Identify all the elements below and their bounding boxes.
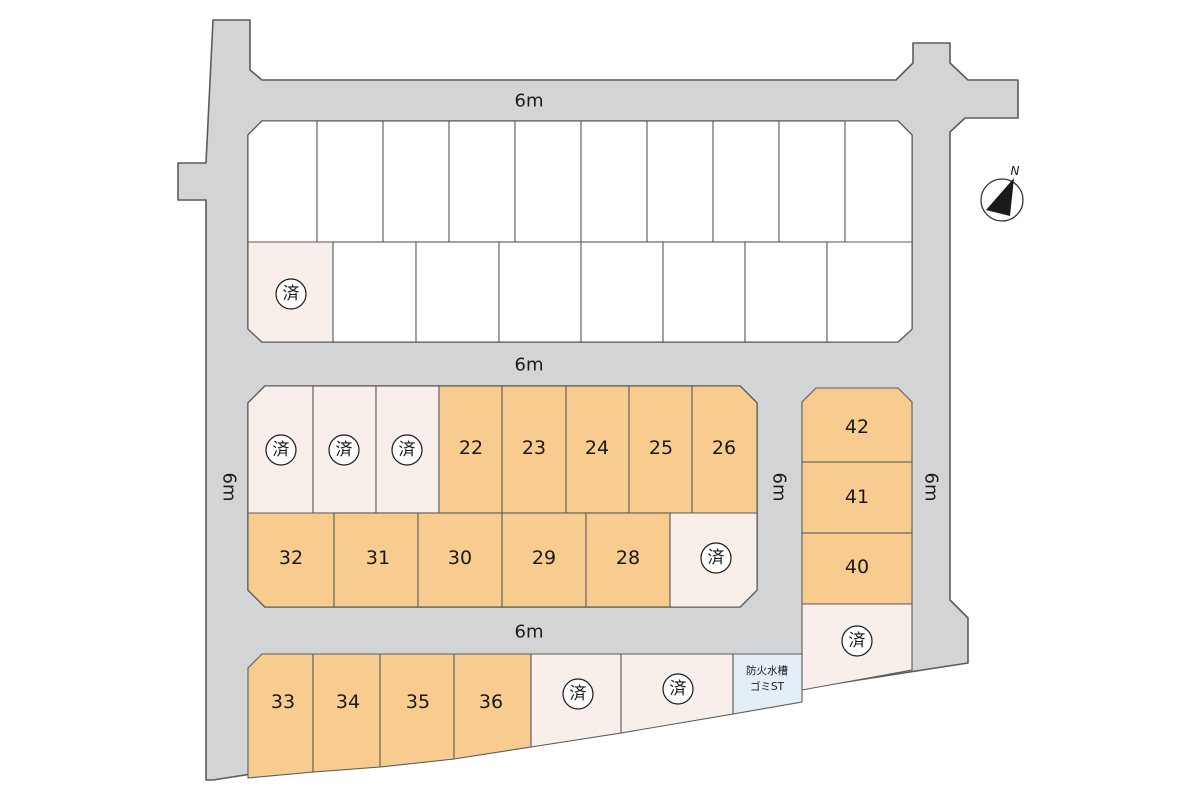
road-labels: 6m 6m 6m 6m 6m 6m xyxy=(219,91,942,643)
sold-marker: 済 xyxy=(328,434,360,466)
lot-28-label: 28 xyxy=(616,547,640,569)
lot-34[interactable] xyxy=(312,653,381,773)
svg-text:済: 済 xyxy=(670,679,687,699)
facility-line1: 防火水槽 xyxy=(746,664,788,677)
lot-23-label: 23 xyxy=(522,437,546,459)
lot-40-label: 40 xyxy=(845,556,869,578)
road-label-middle: 6m xyxy=(515,355,544,376)
facility-line2: ゴミST xyxy=(750,680,785,693)
fire-cistern-garbage-station xyxy=(732,653,803,715)
lot-28[interactable] xyxy=(585,512,671,608)
svg-text:済: 済 xyxy=(283,284,300,304)
facility-label: 防火水槽 ゴミST xyxy=(746,664,788,693)
lot-32[interactable] xyxy=(247,512,335,608)
lot-empty xyxy=(498,241,582,343)
sold-marker: 済 xyxy=(275,278,307,310)
compass-label: N xyxy=(1011,164,1020,178)
lot-empty xyxy=(382,120,450,243)
lot-26-label: 26 xyxy=(712,437,736,459)
lot-empty xyxy=(415,241,500,343)
lot-25[interactable] xyxy=(628,385,693,514)
lot-35-label: 35 xyxy=(406,691,430,713)
svg-text:済: 済 xyxy=(708,548,725,568)
road-label-lower: 6m xyxy=(515,622,544,643)
road-label-center: 6m xyxy=(769,473,790,502)
lot-31-label: 31 xyxy=(366,547,390,569)
lot-empty xyxy=(844,120,913,243)
sold-marker: 済 xyxy=(662,673,694,705)
road-label-top: 6m xyxy=(515,91,544,112)
lot-22-label: 22 xyxy=(459,437,483,459)
lot-empty xyxy=(744,241,828,343)
svg-text:済: 済 xyxy=(336,440,353,460)
lot-33-label: 33 xyxy=(271,691,295,713)
sold-marker: 済 xyxy=(841,625,873,657)
lot-labels: 22 23 24 25 26 32 31 30 29 28 42 41 40 3… xyxy=(271,416,869,713)
road-label-left: 6m xyxy=(219,473,240,502)
svg-text:済: 済 xyxy=(399,440,416,460)
lot-empty xyxy=(826,241,913,343)
sold-marker: 済 xyxy=(391,434,423,466)
lot-23[interactable] xyxy=(501,385,567,514)
bottom-block xyxy=(247,653,803,779)
lot-empty xyxy=(580,120,648,243)
lot-29-label: 29 xyxy=(532,547,556,569)
svg-text:済: 済 xyxy=(570,684,587,704)
sold-markers: 済 済 済 済 済 済 済 済 xyxy=(265,278,873,710)
lot-empty xyxy=(662,241,746,343)
lot-29[interactable] xyxy=(501,512,587,608)
north-block-bottom-row xyxy=(247,241,913,343)
lot-42-label: 42 xyxy=(845,416,869,438)
lot-41-label: 41 xyxy=(845,486,869,508)
lot-empty xyxy=(448,120,516,243)
lot-30[interactable] xyxy=(417,512,503,608)
middle-block-bottom-row xyxy=(247,512,758,608)
lot-34-label: 34 xyxy=(336,691,360,713)
lot-empty xyxy=(580,241,664,343)
lot-empty xyxy=(712,120,780,243)
lot-33[interactable] xyxy=(247,653,314,779)
lot-empty xyxy=(514,120,582,243)
road-label-right: 6m xyxy=(921,473,942,502)
lot-26[interactable] xyxy=(691,385,758,514)
sold-marker: 済 xyxy=(700,542,732,574)
lot-25-label: 25 xyxy=(649,437,673,459)
north-compass-icon: N xyxy=(980,164,1024,222)
north-block-top-row xyxy=(247,120,913,243)
lot-24-label: 24 xyxy=(585,437,609,459)
svg-text:済: 済 xyxy=(273,440,290,460)
lot-empty xyxy=(247,120,318,243)
sold-marker: 済 xyxy=(265,434,297,466)
lot-24[interactable] xyxy=(565,385,630,514)
lot-empty xyxy=(778,120,846,243)
sold-marker: 済 xyxy=(562,678,594,710)
lot-36-label: 36 xyxy=(479,691,503,713)
middle-block-top-row xyxy=(247,385,758,514)
lot-empty xyxy=(646,120,714,243)
lot-30-label: 30 xyxy=(448,547,472,569)
lot-32-label: 32 xyxy=(279,547,303,569)
svg-text:済: 済 xyxy=(849,631,866,651)
lot-empty xyxy=(316,120,384,243)
lot-empty xyxy=(332,241,417,343)
